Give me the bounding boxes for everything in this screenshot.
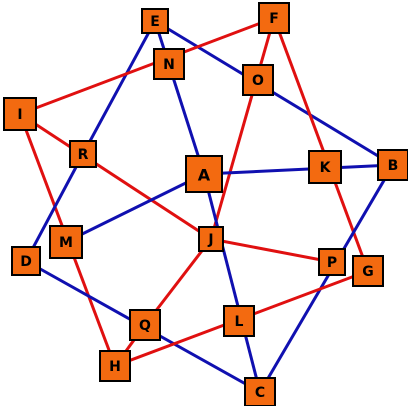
edge-a-c bbox=[202, 173, 262, 393]
node-d: D bbox=[11, 246, 41, 276]
node-g: G bbox=[352, 255, 384, 287]
node-label-a: A bbox=[198, 166, 211, 185]
node-box-n bbox=[153, 48, 185, 80]
node-box-r bbox=[69, 140, 97, 168]
node-box-d bbox=[11, 246, 41, 276]
node-label-m: M bbox=[59, 235, 73, 251]
node-h: H bbox=[99, 350, 131, 382]
edge-f-g bbox=[272, 17, 370, 272]
node-box-f bbox=[258, 2, 290, 34]
node-box-h bbox=[99, 350, 131, 382]
node-box-p bbox=[318, 248, 346, 276]
node-r: R bbox=[69, 140, 97, 168]
node-label-c: C bbox=[255, 385, 265, 401]
node-box-i bbox=[3, 97, 37, 131]
node-k: K bbox=[308, 150, 342, 184]
node-i: I bbox=[3, 97, 37, 131]
node-label-l: L bbox=[235, 314, 244, 330]
edge-i-j bbox=[19, 112, 212, 241]
node-label-h: H bbox=[109, 359, 121, 375]
node-label-f: F bbox=[269, 11, 279, 27]
node-box-e bbox=[141, 8, 169, 34]
node-box-m bbox=[49, 225, 83, 259]
node-box-k bbox=[308, 150, 342, 184]
node-f: F bbox=[258, 2, 290, 34]
node-a: A bbox=[185, 155, 223, 193]
node-e: E bbox=[141, 8, 169, 34]
node-label-o: O bbox=[252, 73, 264, 89]
edge-e-a bbox=[153, 20, 206, 175]
node-box-a bbox=[185, 155, 223, 193]
edge-r-d bbox=[24, 153, 85, 262]
node-box-b bbox=[377, 149, 408, 181]
node-label-d: D bbox=[20, 254, 32, 270]
node-label-r: R bbox=[78, 147, 89, 163]
node-label-g: G bbox=[362, 264, 374, 280]
node-m: M bbox=[49, 225, 83, 259]
node-box-g bbox=[352, 255, 384, 287]
edge-e-r bbox=[81, 20, 157, 155]
edge-j-p bbox=[210, 237, 333, 264]
node-b: B bbox=[377, 149, 408, 181]
node-l: L bbox=[223, 305, 255, 337]
edge-i-f bbox=[19, 16, 275, 116]
edge-a-m bbox=[65, 172, 205, 244]
edge-b-c bbox=[258, 164, 395, 393]
node-p: P bbox=[318, 248, 346, 276]
node-o: O bbox=[242, 64, 274, 96]
node-label-p: P bbox=[327, 255, 337, 271]
node-label-b: B bbox=[388, 158, 399, 174]
node-box-j bbox=[198, 226, 224, 252]
edge-a-b bbox=[203, 163, 394, 176]
node-c: C bbox=[244, 377, 276, 406]
node-label-i: I bbox=[17, 107, 22, 123]
node-layer: A B C D E F G H I J K L M N O P Q R bbox=[3, 2, 408, 406]
node-label-n: N bbox=[163, 57, 175, 73]
edge-f-j bbox=[209, 17, 276, 240]
node-box-o bbox=[242, 64, 274, 96]
node-label-e: E bbox=[150, 14, 160, 30]
node-j: J bbox=[198, 226, 224, 252]
node-q: Q bbox=[129, 309, 161, 341]
node-label-q: Q bbox=[139, 318, 151, 334]
node-box-c bbox=[244, 377, 276, 406]
node-box-q bbox=[129, 309, 161, 341]
node-label-k: K bbox=[320, 160, 332, 176]
node-n: N bbox=[153, 48, 185, 80]
node-label-j: J bbox=[207, 232, 213, 248]
node-box-l bbox=[223, 305, 255, 337]
